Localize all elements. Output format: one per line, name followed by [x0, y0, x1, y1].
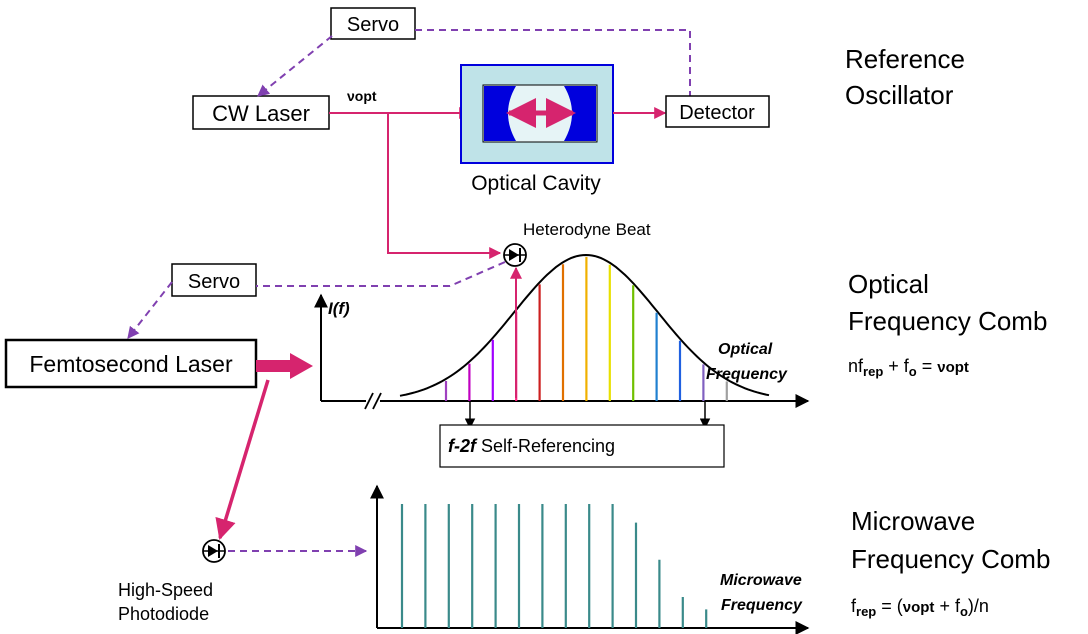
- microwave-heading-2: Frequency Comb: [851, 544, 1050, 574]
- eq2-nu: νopt: [903, 599, 935, 616]
- photodiode-label-1: High-Speed: [118, 580, 213, 600]
- axis-break-icon: [364, 392, 382, 410]
- servo-mid-label: Servo: [188, 271, 240, 293]
- eq2-rep: rep: [856, 604, 876, 619]
- microwave-freq-label-1: Microwave: [720, 572, 802, 589]
- photodiode-label-2: Photodiode: [118, 604, 209, 624]
- gaussian-envelope: [399, 253, 770, 397]
- f2f-label: f-2f Self-Referencing: [448, 436, 615, 456]
- optical-freq-label-1: Optical: [718, 341, 773, 358]
- eq1-n: n: [848, 356, 858, 376]
- optical-comb-lines: [444, 257, 728, 401]
- eq1-f: f: [858, 356, 864, 376]
- heterodyne-photodiode-icon: [503, 243, 527, 267]
- f2f-box: [439, 424, 725, 468]
- reference-heading-2: Oscillator: [845, 80, 954, 110]
- microwave-heading-1: Microwave: [851, 506, 975, 536]
- femto-output-arrow: [256, 353, 313, 379]
- optical-y-label: I(f): [328, 299, 350, 318]
- cavity-caption: Optical Cavity: [471, 172, 601, 195]
- heterodyne-label: Heterodyne Beat: [523, 220, 651, 239]
- cw-laser-box: [192, 95, 330, 130]
- optical-equation: nfrep + fo = νopt: [848, 356, 969, 379]
- highspeed-photodiode-icon: [202, 539, 226, 563]
- eq1-o: o: [909, 364, 917, 379]
- eq1-nu: νopt: [937, 359, 969, 376]
- cw-laser-label: CW Laser: [212, 101, 310, 126]
- eq2-plus: + f: [934, 596, 961, 616]
- eq2-f: f: [851, 596, 857, 616]
- optical-heading-1: Optical: [848, 269, 929, 299]
- femto-to-photodiode-beam: [215, 379, 270, 541]
- detector-label: Detector: [679, 102, 755, 124]
- eq2-mid: = (: [876, 596, 903, 616]
- servo-top-box: [330, 7, 416, 40]
- eq2-end: )/n: [968, 596, 989, 616]
- cw-branch-line: [387, 113, 502, 259]
- f2f-italic: f-2f: [448, 436, 478, 456]
- microwave-freq-label-2: Frequency: [721, 597, 803, 614]
- detector-box: [665, 95, 770, 128]
- servo-top-label: Servo: [347, 14, 399, 36]
- eq2-o: o: [960, 604, 968, 619]
- servo-to-cw-dashed: [257, 35, 333, 97]
- servo-to-femto-dashed: [127, 281, 173, 339]
- detector-to-servo-dashed: [415, 29, 691, 96]
- optical-heading-2: Frequency Comb: [848, 306, 1047, 336]
- microwave-equation: frep = (νopt + fo)/n: [851, 596, 989, 619]
- eq1-eq: =: [917, 356, 938, 376]
- f2f-rest: Self-Referencing: [476, 436, 615, 456]
- reference-heading-1: Reference: [845, 44, 965, 74]
- eq1-rep: rep: [863, 364, 883, 379]
- servo-mid-box: [171, 263, 257, 297]
- vopt-label: νopt: [347, 88, 377, 104]
- microwave-comb-lines: [400, 504, 708, 628]
- eq1-plus: + f: [883, 356, 910, 376]
- femto-laser-label: Femtosecond Laser: [29, 351, 233, 377]
- hetero-to-servo-dashed: [256, 261, 506, 287]
